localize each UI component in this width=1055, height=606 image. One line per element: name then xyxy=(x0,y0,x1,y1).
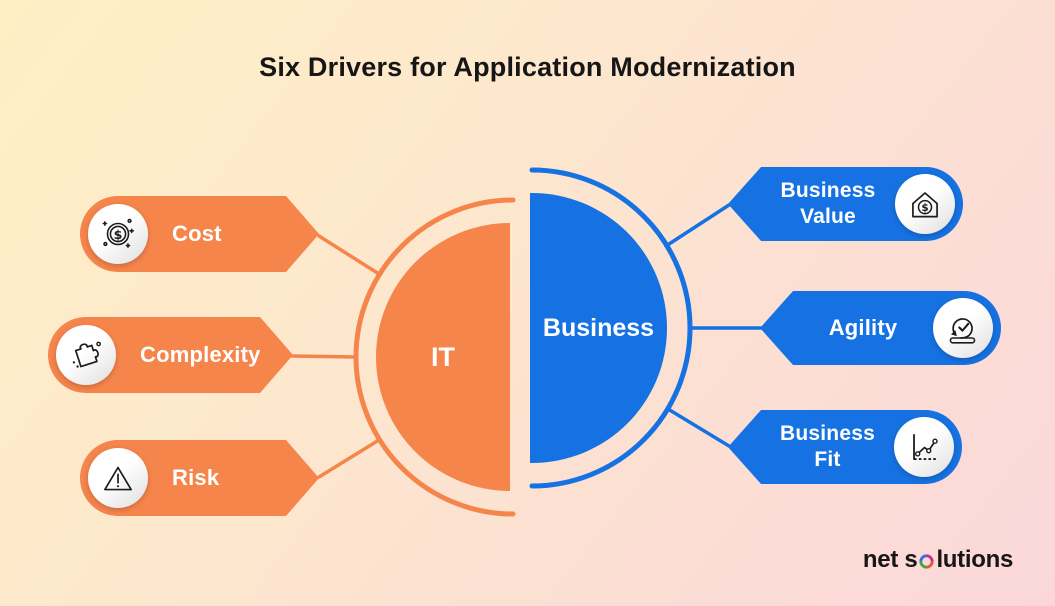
driver-pill-agility: Agility xyxy=(760,291,1001,365)
risk-icon-badge xyxy=(88,448,148,508)
driver-label: Business Value xyxy=(780,179,876,228)
business-label: Business xyxy=(542,313,655,342)
dollar-coin-icon: $ xyxy=(97,213,139,255)
driver-label: Cost xyxy=(172,220,222,246)
business-fit-connector-line xyxy=(666,407,731,448)
logo-text-pre: net s xyxy=(862,546,918,573)
svg-text:$: $ xyxy=(114,227,123,242)
driver-pill-business-value: Business Value $ xyxy=(728,167,963,241)
driver-pill-risk: Risk xyxy=(80,440,319,516)
agility-pill-body: Agility xyxy=(793,291,1001,365)
net-solutions-logo: net s lutions xyxy=(863,544,1013,576)
line-chart-icon xyxy=(903,426,945,468)
risk-pill-tip xyxy=(286,440,319,516)
business-value-pill-body: Business Value $ xyxy=(761,167,963,241)
driver-pill-complexity: Complexity xyxy=(48,317,293,393)
driver-pill-business-fit: Business Fit xyxy=(728,410,962,484)
risk-connector-line xyxy=(317,438,381,479)
driver-label: Risk xyxy=(172,464,220,490)
driver-label: Complexity xyxy=(140,341,261,367)
business-value-pill-tip xyxy=(728,167,761,241)
cost-pill-tip xyxy=(286,196,319,272)
business-value-connector-line xyxy=(664,203,731,248)
logo-o-ring-icon xyxy=(919,554,935,569)
it-label: IT xyxy=(431,341,455,372)
business-value-icon-badge: $ xyxy=(895,174,955,234)
cost-icon-badge: $ xyxy=(88,204,148,264)
risk-pill-body: Risk xyxy=(80,440,286,516)
driver-label: Agility xyxy=(828,314,898,340)
cost-pill-body: $ Cost xyxy=(80,196,286,272)
agility-pill-tip xyxy=(760,291,793,365)
agile-loop-icon xyxy=(949,307,976,344)
business-fit-pill-body: Business Fit xyxy=(761,410,962,484)
complexity-connector-line xyxy=(290,354,358,359)
cost-connector-line xyxy=(317,234,381,276)
complexity-pill-body: Complexity xyxy=(48,317,260,393)
complexity-icon-badge xyxy=(56,325,116,385)
puzzle-icon xyxy=(72,334,107,368)
business-fit-pill-tip xyxy=(728,410,761,484)
page-title: Six Drivers for Application Modernizatio… xyxy=(259,52,796,82)
warning-triangle-icon xyxy=(97,457,139,499)
driver-label: Business Fit xyxy=(780,422,875,471)
house-dollar-icon: $ xyxy=(904,183,946,225)
driver-pill-cost: $ Cost xyxy=(80,196,319,272)
agility-icon-badge xyxy=(933,298,993,358)
business-fit-icon-badge xyxy=(894,417,954,477)
logo-text-post: lutions xyxy=(936,546,1013,573)
svg-text:$: $ xyxy=(921,202,928,214)
complexity-pill-tip xyxy=(260,317,293,393)
